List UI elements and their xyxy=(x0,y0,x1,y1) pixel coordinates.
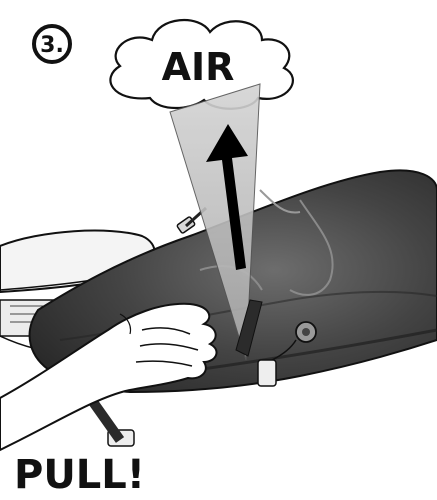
action-label: PULL! xyxy=(14,452,145,498)
cloud-icon: AIR xyxy=(110,20,292,109)
step-number: 3. xyxy=(40,33,64,58)
cloud-label: AIR xyxy=(162,45,235,89)
step-number-badge: 3. xyxy=(34,26,70,62)
